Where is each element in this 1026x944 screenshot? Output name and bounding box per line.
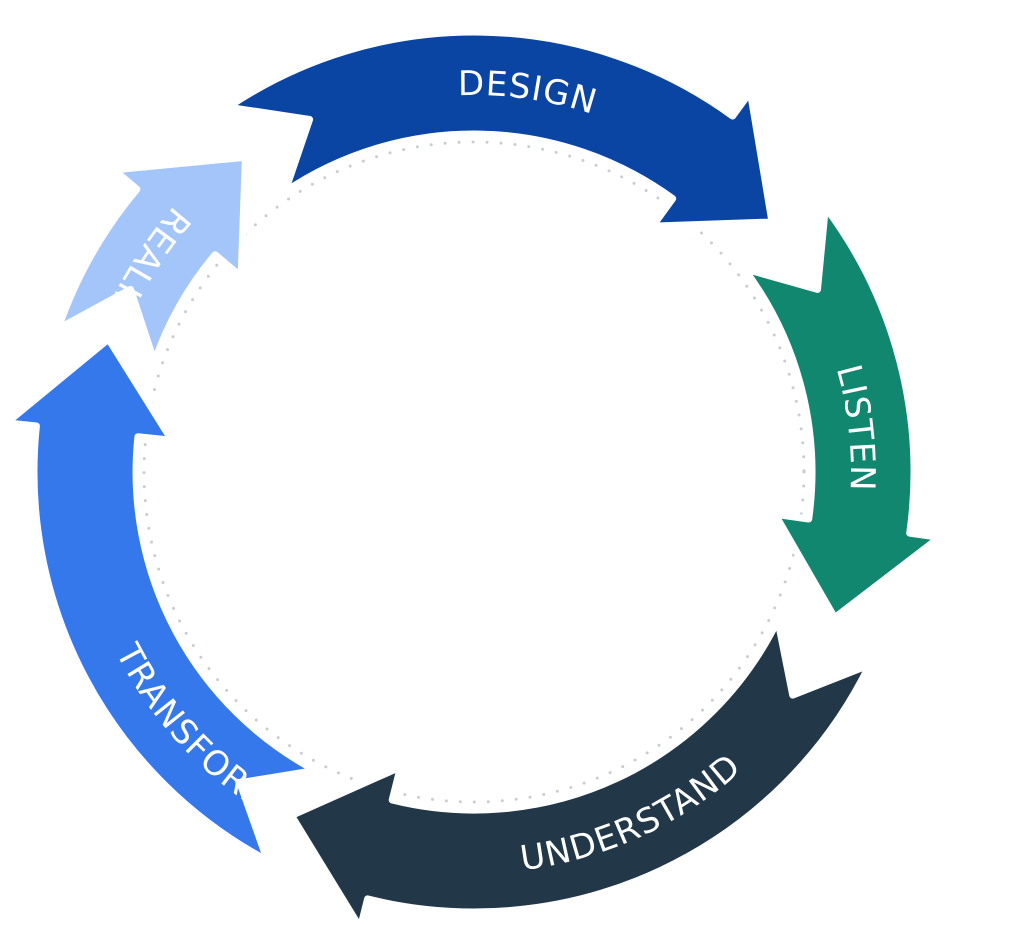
understand-arrow: [287, 616, 873, 932]
listen-arrow: [740, 203, 943, 622]
transform-arrow: [3, 335, 319, 864]
design-arrow: [224, 28, 776, 230]
segment-realize: REALIZE: [54, 153, 249, 366]
segment-design: DESIGN: [224, 28, 776, 230]
segment-transform: TRANSFORM: [3, 335, 319, 864]
segment-listen: LISTEN: [740, 203, 943, 622]
dotted-guide-circle: [142, 140, 806, 804]
realize-arrow: [54, 153, 249, 366]
segment-understand: UNDERSTAND: [287, 616, 873, 932]
